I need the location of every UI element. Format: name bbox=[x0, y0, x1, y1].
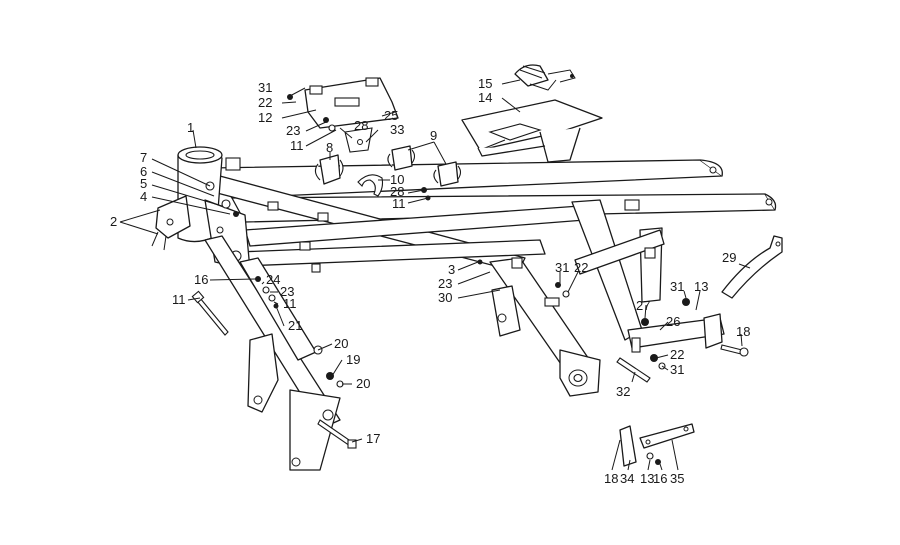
callout-4: 4 bbox=[140, 189, 147, 204]
callout-labels: 1 2 3 4 5 6 7 8 9 10 11 11 11 11 12 13 1… bbox=[110, 76, 750, 486]
callout-23-b: 23 bbox=[280, 284, 294, 299]
callout-21: 21 bbox=[288, 318, 302, 333]
callout-13-b: 13 bbox=[640, 471, 654, 486]
callout-11-a: 11 bbox=[290, 138, 304, 153]
bolt-18 bbox=[720, 344, 749, 357]
upper-bracket-plate bbox=[304, 77, 399, 153]
plate-35 bbox=[639, 423, 695, 449]
callout-1: 1 bbox=[187, 120, 194, 135]
callout-20-b: 20 bbox=[356, 376, 370, 391]
callout-31-c: 31 bbox=[670, 279, 684, 294]
rubber-mount-8 bbox=[314, 154, 344, 185]
bolt-11-front bbox=[191, 290, 229, 336]
callout-31-a: 31 bbox=[258, 80, 272, 95]
front-bracket-2 bbox=[151, 195, 191, 251]
callout-23-c: 23 bbox=[438, 276, 452, 291]
battery-tray bbox=[461, 99, 603, 163]
callout-14: 14 bbox=[478, 90, 492, 105]
callout-17: 17 bbox=[366, 431, 380, 446]
callout-16-a: 16 bbox=[194, 272, 208, 287]
callout-22-b: 22 bbox=[574, 260, 588, 275]
side-bracket-26 bbox=[627, 313, 725, 353]
callout-15: 15 bbox=[478, 76, 492, 91]
callout-27: 27 bbox=[636, 298, 650, 313]
bolt-17 bbox=[317, 419, 357, 449]
callout-3: 3 bbox=[448, 262, 455, 277]
callout-34: 34 bbox=[620, 471, 634, 486]
callout-28-a: 28 bbox=[354, 118, 368, 133]
callout-28-b: 28 bbox=[390, 184, 404, 199]
callout-30: 30 bbox=[438, 290, 452, 305]
callout-31-d: 31 bbox=[670, 362, 684, 377]
callout-6: 6 bbox=[140, 164, 147, 179]
callout-5: 5 bbox=[140, 176, 147, 191]
callout-13-a: 13 bbox=[694, 279, 708, 294]
plate-34 bbox=[619, 425, 637, 467]
hook-29 bbox=[721, 235, 783, 299]
callout-9: 9 bbox=[430, 128, 437, 143]
callout-7: 7 bbox=[140, 150, 147, 165]
callout-26: 26 bbox=[666, 314, 680, 329]
callout-11-b: 11 bbox=[392, 196, 406, 211]
callout-2: 2 bbox=[110, 214, 117, 229]
callout-11-c: 11 bbox=[172, 292, 186, 307]
callout-23-a: 23 bbox=[286, 123, 300, 138]
callout-18-a: 18 bbox=[736, 324, 750, 339]
callout-35: 35 bbox=[670, 471, 684, 486]
battery-strap bbox=[514, 64, 576, 91]
callout-24: 24 bbox=[266, 272, 280, 287]
pin-32 bbox=[616, 357, 651, 383]
callout-32: 32 bbox=[616, 384, 630, 399]
callout-10: 10 bbox=[390, 172, 404, 187]
callout-29: 29 bbox=[722, 250, 736, 265]
callout-18-b: 18 bbox=[604, 471, 618, 486]
callout-19: 19 bbox=[346, 352, 360, 367]
callout-11-d: 11 bbox=[283, 296, 297, 311]
callout-25: 25 bbox=[384, 108, 398, 123]
clamp-10 bbox=[357, 174, 384, 197]
callout-33: 33 bbox=[390, 122, 404, 137]
callout-12: 12 bbox=[258, 110, 272, 125]
rubber-mount-9a bbox=[387, 145, 416, 171]
leader-lines bbox=[119, 79, 751, 471]
callout-8: 8 bbox=[326, 140, 333, 155]
callout-20-a: 20 bbox=[334, 336, 348, 351]
callout-16-b: 16 bbox=[653, 471, 667, 486]
rubber-mount-9b bbox=[433, 161, 462, 187]
callout-22-c: 22 bbox=[670, 347, 684, 362]
callout-31-b: 31 bbox=[555, 260, 569, 275]
callout-22-a: 22 bbox=[258, 95, 272, 110]
main-frame bbox=[177, 146, 777, 471]
